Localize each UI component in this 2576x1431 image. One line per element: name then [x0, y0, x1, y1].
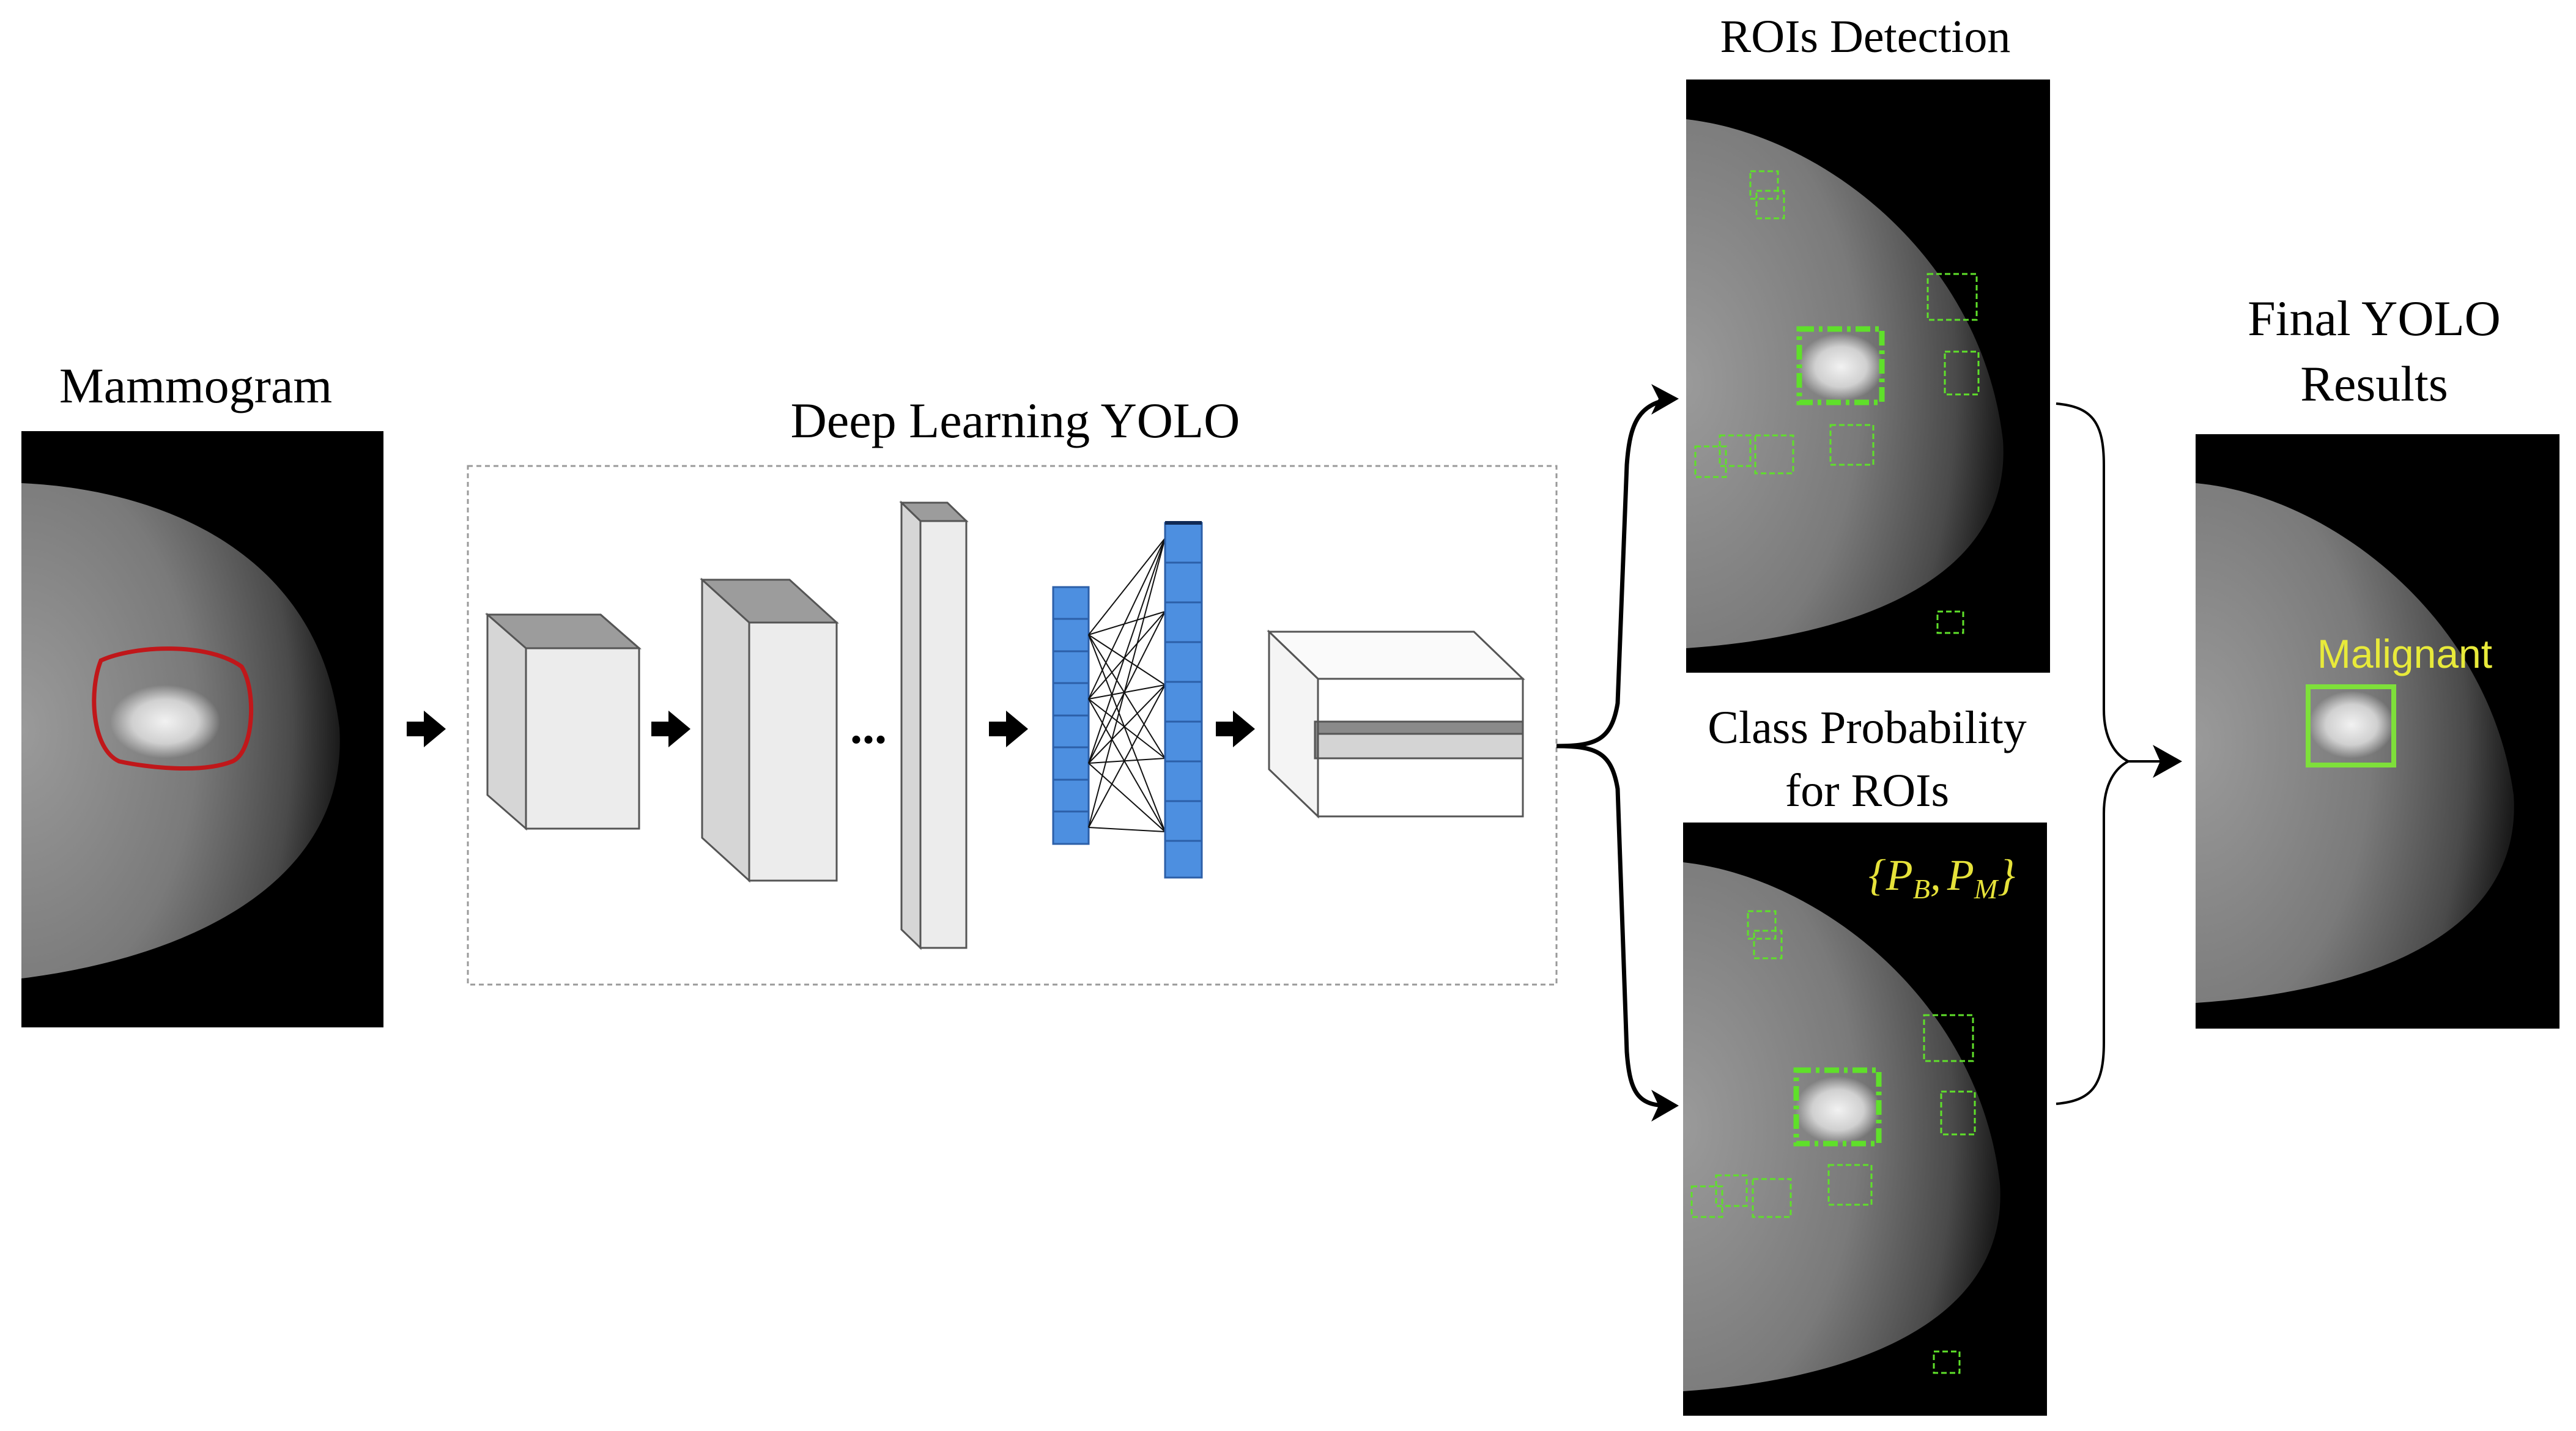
ellipsis-label: ...	[850, 700, 887, 754]
deep-learning-title: Deep Learning YOLO	[791, 393, 1240, 448]
conv-block-2	[700, 577, 839, 883]
roi-detection-image	[1686, 80, 2050, 673]
split-brace-arrow-icon	[1556, 396, 1673, 1108]
class-prob-image: {PB,PM}	[1683, 823, 2047, 1416]
roi-boxes	[1694, 170, 1980, 634]
mammogram-title: Mammogram	[59, 358, 332, 413]
malignant-label: Malignant	[2317, 631, 2492, 676]
merge-arrow-head	[2153, 745, 2182, 778]
conv-block-3	[899, 500, 969, 950]
right-block-arrow-icon	[651, 711, 690, 747]
roi-boxes-prob	[1690, 910, 1976, 1374]
roi-main-box-prob	[1793, 1067, 1882, 1147]
conv-block-1	[485, 612, 642, 831]
right-block-arrow-icon	[407, 711, 446, 747]
final-detection-box	[2306, 684, 2396, 767]
arrow-head-top	[1651, 384, 1679, 415]
class-prob-title-line2: for ROIs	[1785, 765, 1949, 816]
output-tensor	[1267, 629, 1525, 819]
fc-layer-1	[1052, 586, 1090, 845]
network-frame	[467, 465, 1558, 986]
final-title-line2: Results	[2300, 356, 2448, 412]
probability-set-label: {PB,PM}	[1868, 851, 2015, 904]
final-result-image: Malignant	[2196, 434, 2559, 1029]
right-block-arrow-icon	[1216, 711, 1255, 747]
class-prob-title-line1: Class Probability	[1708, 702, 2026, 753]
lesion-outline	[92, 646, 254, 771]
final-title-line1: Final YOLO	[2248, 290, 2501, 346]
fc-layer-2	[1164, 521, 1203, 879]
mammogram-image	[21, 431, 383, 1027]
fc-connections	[1088, 538, 1166, 832]
roi-detection-title: ROIs Detection	[1720, 11, 2011, 62]
roi-main-box	[1796, 326, 1885, 405]
arrow-head-bottom	[1651, 1090, 1679, 1122]
right-block-arrow-icon	[989, 711, 1028, 747]
